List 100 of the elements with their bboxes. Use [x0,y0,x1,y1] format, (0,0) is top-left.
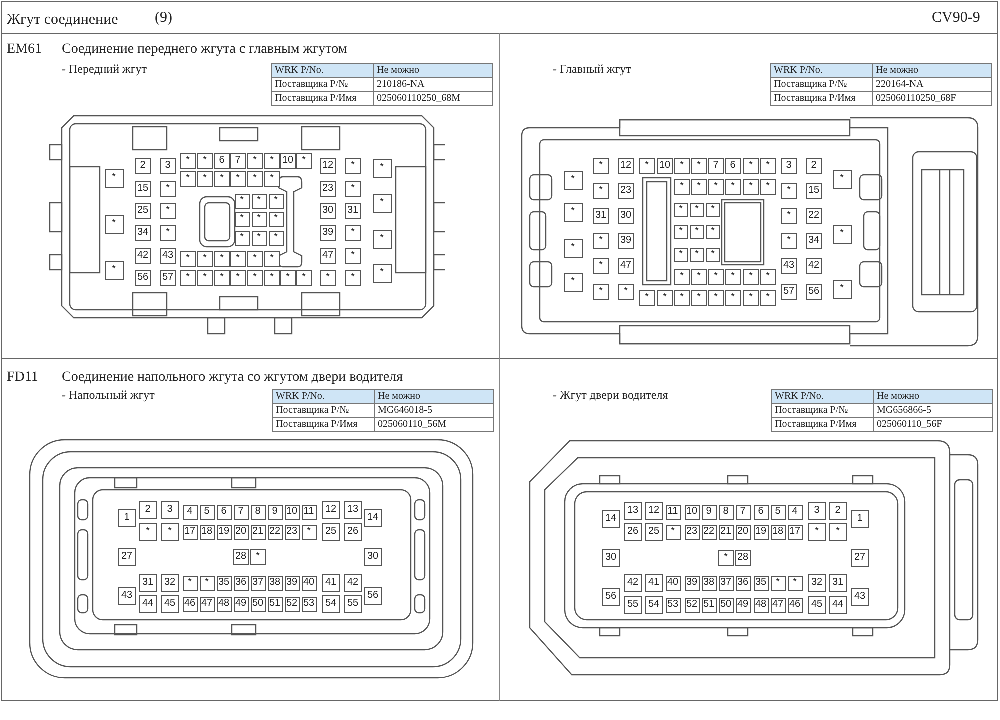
terminal-pin: * [674,179,690,195]
terminal-pin: 20 [234,524,248,540]
terminal-pin: * [706,225,720,239]
terminal-pin: 30 [618,208,634,224]
terminal-pin: 55 [344,595,362,613]
terminal-pin: * [104,168,124,188]
terminal-pin: 28 [735,550,751,566]
connector-code: EM61 [7,41,42,58]
terminal-pin: * [666,524,680,540]
terminal-pin: 30 [364,548,382,566]
terminal-pin: 43 [781,258,797,274]
terminal-pin: 25 [322,523,340,541]
terminal-pin: * [161,523,179,541]
terminal-pin: * [564,202,582,222]
terminal-pin: * [197,171,213,187]
terminal-pin: * [690,203,704,217]
terminal-pin: * [247,270,263,286]
terminal-pin: 13 [624,502,642,520]
terminal-pin: 2 [806,158,822,174]
terminal-pin: 21 [250,524,266,540]
terminal-pin: * [674,248,688,262]
terminal-pin: 13 [344,501,362,519]
terminal-pin: 49 [234,596,248,612]
table-cell: Не можно [872,63,992,78]
page-code: CV90-9 [932,9,980,28]
terminal-pin: 3 [160,158,176,174]
terminal-pin: * [725,179,741,195]
terminal-pin: * [214,171,230,187]
terminal-pin: 27 [851,549,869,567]
terminal-pin: * [743,158,759,174]
terminal-pin: 6 [216,504,232,520]
table-cell: 025060110_56M [374,417,494,432]
terminal-pin: 6 [725,158,741,174]
terminal-pin: 53 [666,598,680,612]
terminal-pin: * [593,183,609,199]
terminal-pin: 22 [268,524,282,540]
terminal-pin: 56 [806,284,822,300]
terminal-pin: * [760,269,776,285]
terminal-pin: * [618,284,634,300]
terminal-pin: 43 [160,248,176,264]
terminal-pin: 27 [118,548,136,566]
terminal-pin: * [691,290,707,306]
terminal-pin: * [345,158,361,174]
terminal-pin: 38 [268,576,282,590]
terminal-pin: * [372,158,392,178]
terminal-pin: * [593,158,609,174]
terminal-pin: * [234,194,250,208]
terminal-pin: 25 [135,203,151,219]
terminal-pin: 34 [135,225,151,241]
terminal-pin: 12 [320,158,336,174]
terminal-pin: 18 [200,524,214,540]
terminal-pin: 40 [302,576,316,590]
terminal-pin: 32 [161,574,179,592]
terminal-pin: 50 [250,596,266,612]
terminal-pin: * [234,212,250,226]
terminal-pin: 7 [708,158,724,174]
terminal-pin: 43 [851,588,869,606]
terminal-pin: 48 [754,598,768,612]
terminal-pin: * [180,171,196,187]
terminal-pin: 45 [808,596,826,614]
terminal-pin: 31 [829,574,847,592]
terminal-pin: * [104,214,124,234]
terminal-pin: 31 [139,574,157,592]
terminal-pin: * [760,290,776,306]
terminal-pin: * [564,238,582,258]
terminal-pin: 42 [624,574,642,592]
terminal-pin: * [296,270,312,286]
terminal-pin: * [320,270,336,286]
terminal-pin: 42 [806,258,822,274]
terminal-pin: * [197,270,213,286]
terminal-pin: * [104,260,124,280]
terminal-pin: * [180,251,196,267]
terminal-pin: * [674,203,688,217]
terminal-pin: 34 [806,233,822,249]
terminal-pin: 12 [645,502,663,520]
terminal-pin: * [180,153,196,169]
terminal-pin: 49 [736,598,750,612]
terminal-pin: * [197,153,213,169]
terminal-pin: * [725,269,741,285]
terminal-pin: 54 [645,596,663,614]
terminal-pin: * [268,194,284,208]
terminal-pin: * [674,158,690,174]
terminal-pin: * [302,524,316,540]
terminal-pin: * [268,230,284,246]
terminal-pin: 10 [280,153,296,169]
terminal-pin: 31 [593,208,609,224]
terminal-pin: * [268,212,284,226]
terminal-pin: 30 [320,203,336,219]
terminal-pin: 44 [829,596,847,614]
terminal-pin: 36 [736,576,750,590]
terminal-pin: * [691,179,707,195]
terminal-pin: 23 [618,183,634,199]
terminal-pin: * [725,290,741,306]
terminal-pin: 9 [268,504,282,520]
terminal-pin: * [230,270,246,286]
terminal-pin: * [264,251,280,267]
terminal-pin: * [252,230,266,246]
terminal-pin: * [197,251,213,267]
terminal-pin: * [139,523,157,541]
terminal-pin: 11 [666,504,680,520]
